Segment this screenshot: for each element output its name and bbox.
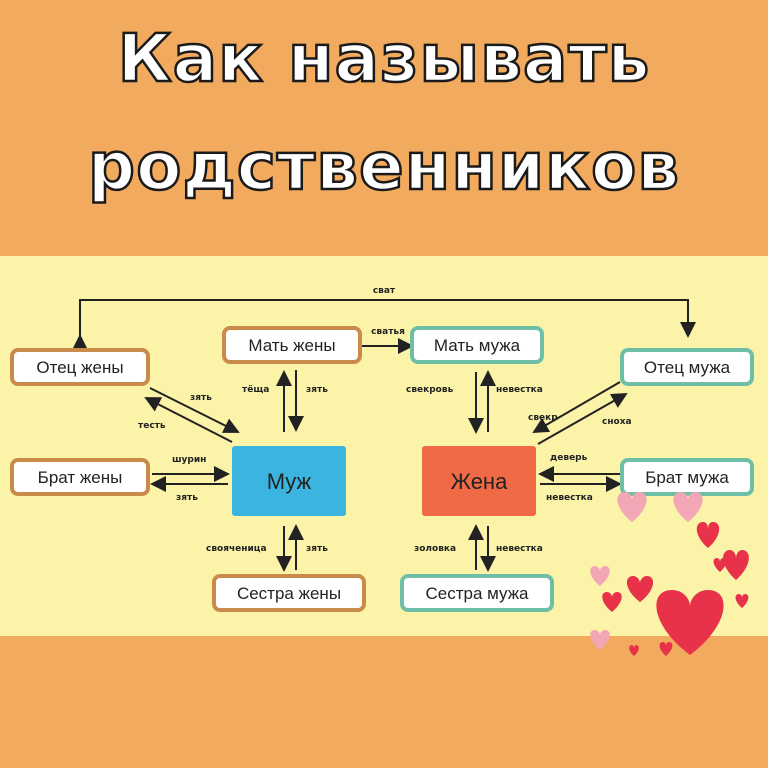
heart-icon: [723, 550, 749, 580]
label-svekrov: свекровь: [406, 385, 454, 395]
node-husband-father-label: Отец мужа: [644, 358, 731, 377]
label-nevestka-sister: невестка: [496, 544, 543, 554]
node-husband-sister: Сестра мужа: [400, 574, 554, 612]
node-husband-brother: Брат мужа: [620, 458, 754, 496]
node-wife-sister: Сестра жены: [212, 574, 366, 612]
heart-icon: [659, 642, 673, 656]
node-wife-mother-label: Мать жены: [248, 336, 335, 355]
node-husband-mother: Мать мужа: [410, 326, 544, 364]
node-wife-brother: Брат жены: [10, 458, 150, 496]
heart-icon: [735, 594, 749, 608]
label-shurin: шурин: [172, 455, 206, 465]
diagram-panel: [0, 256, 768, 636]
label-svoyachenitsa: свояченица: [206, 544, 267, 554]
heart-icon: [626, 576, 654, 602]
heart-icon: [713, 558, 727, 572]
label-zyat-father: зять: [190, 393, 212, 403]
label-dever: деверь: [550, 453, 588, 463]
label-zyat-mother: зять: [306, 385, 328, 395]
label-zyat-sister: зять: [306, 544, 328, 554]
label-test: тесть: [138, 421, 166, 431]
label-snokha: сноха: [602, 417, 632, 427]
label-svat: сват: [373, 286, 396, 296]
heart-icon: [696, 522, 720, 548]
node-wife-father: Отец жены: [10, 348, 150, 386]
arrow-snokha: [537, 393, 628, 445]
heart-icon: [617, 492, 647, 522]
node-husband-mother-label: Мать мужа: [434, 336, 521, 355]
node-wife-father-label: Отец жены: [36, 358, 123, 377]
label-zolovka: золовка: [414, 544, 456, 554]
label-tescha: тёща: [242, 385, 269, 395]
heart-icon: [590, 630, 610, 650]
svat-connector: [72, 299, 696, 350]
label-nevestka-brother: невестка: [546, 493, 593, 503]
arrow-zyat-father: [149, 387, 240, 433]
label-zyat-brother: зять: [176, 493, 198, 503]
hearts-decoration: [590, 492, 749, 656]
node-husband-sister-label: Сестра мужа: [425, 584, 529, 603]
node-wife-label: Жена: [451, 469, 508, 494]
heart-icon: [673, 492, 703, 522]
title-line-1: Как называть: [116, 19, 651, 99]
node-wife-mother: Мать жены: [222, 326, 362, 364]
label-svatya: сватья: [371, 327, 405, 337]
heart-icon: [590, 566, 610, 586]
node-wife-sister-label: Сестра жены: [237, 584, 341, 603]
node-wife-brother-label: Брат жены: [38, 468, 123, 487]
heart-icon: [629, 645, 639, 656]
node-wife: Жена: [422, 446, 536, 516]
node-husband-father: Отец мужа: [620, 348, 754, 386]
heart-icon: [656, 590, 724, 655]
arrow-svekr: [532, 381, 621, 434]
label-nevestka-mother: невестка: [496, 385, 543, 395]
node-husband: Муж: [232, 446, 346, 516]
node-husband-brother-label: Брат мужа: [645, 468, 729, 487]
label-svekr: свекр: [528, 413, 558, 423]
node-husband-label: Муж: [267, 469, 312, 494]
heart-icon: [602, 592, 622, 612]
title-line-2: родственников: [87, 127, 681, 207]
arrow-test: [144, 397, 233, 443]
